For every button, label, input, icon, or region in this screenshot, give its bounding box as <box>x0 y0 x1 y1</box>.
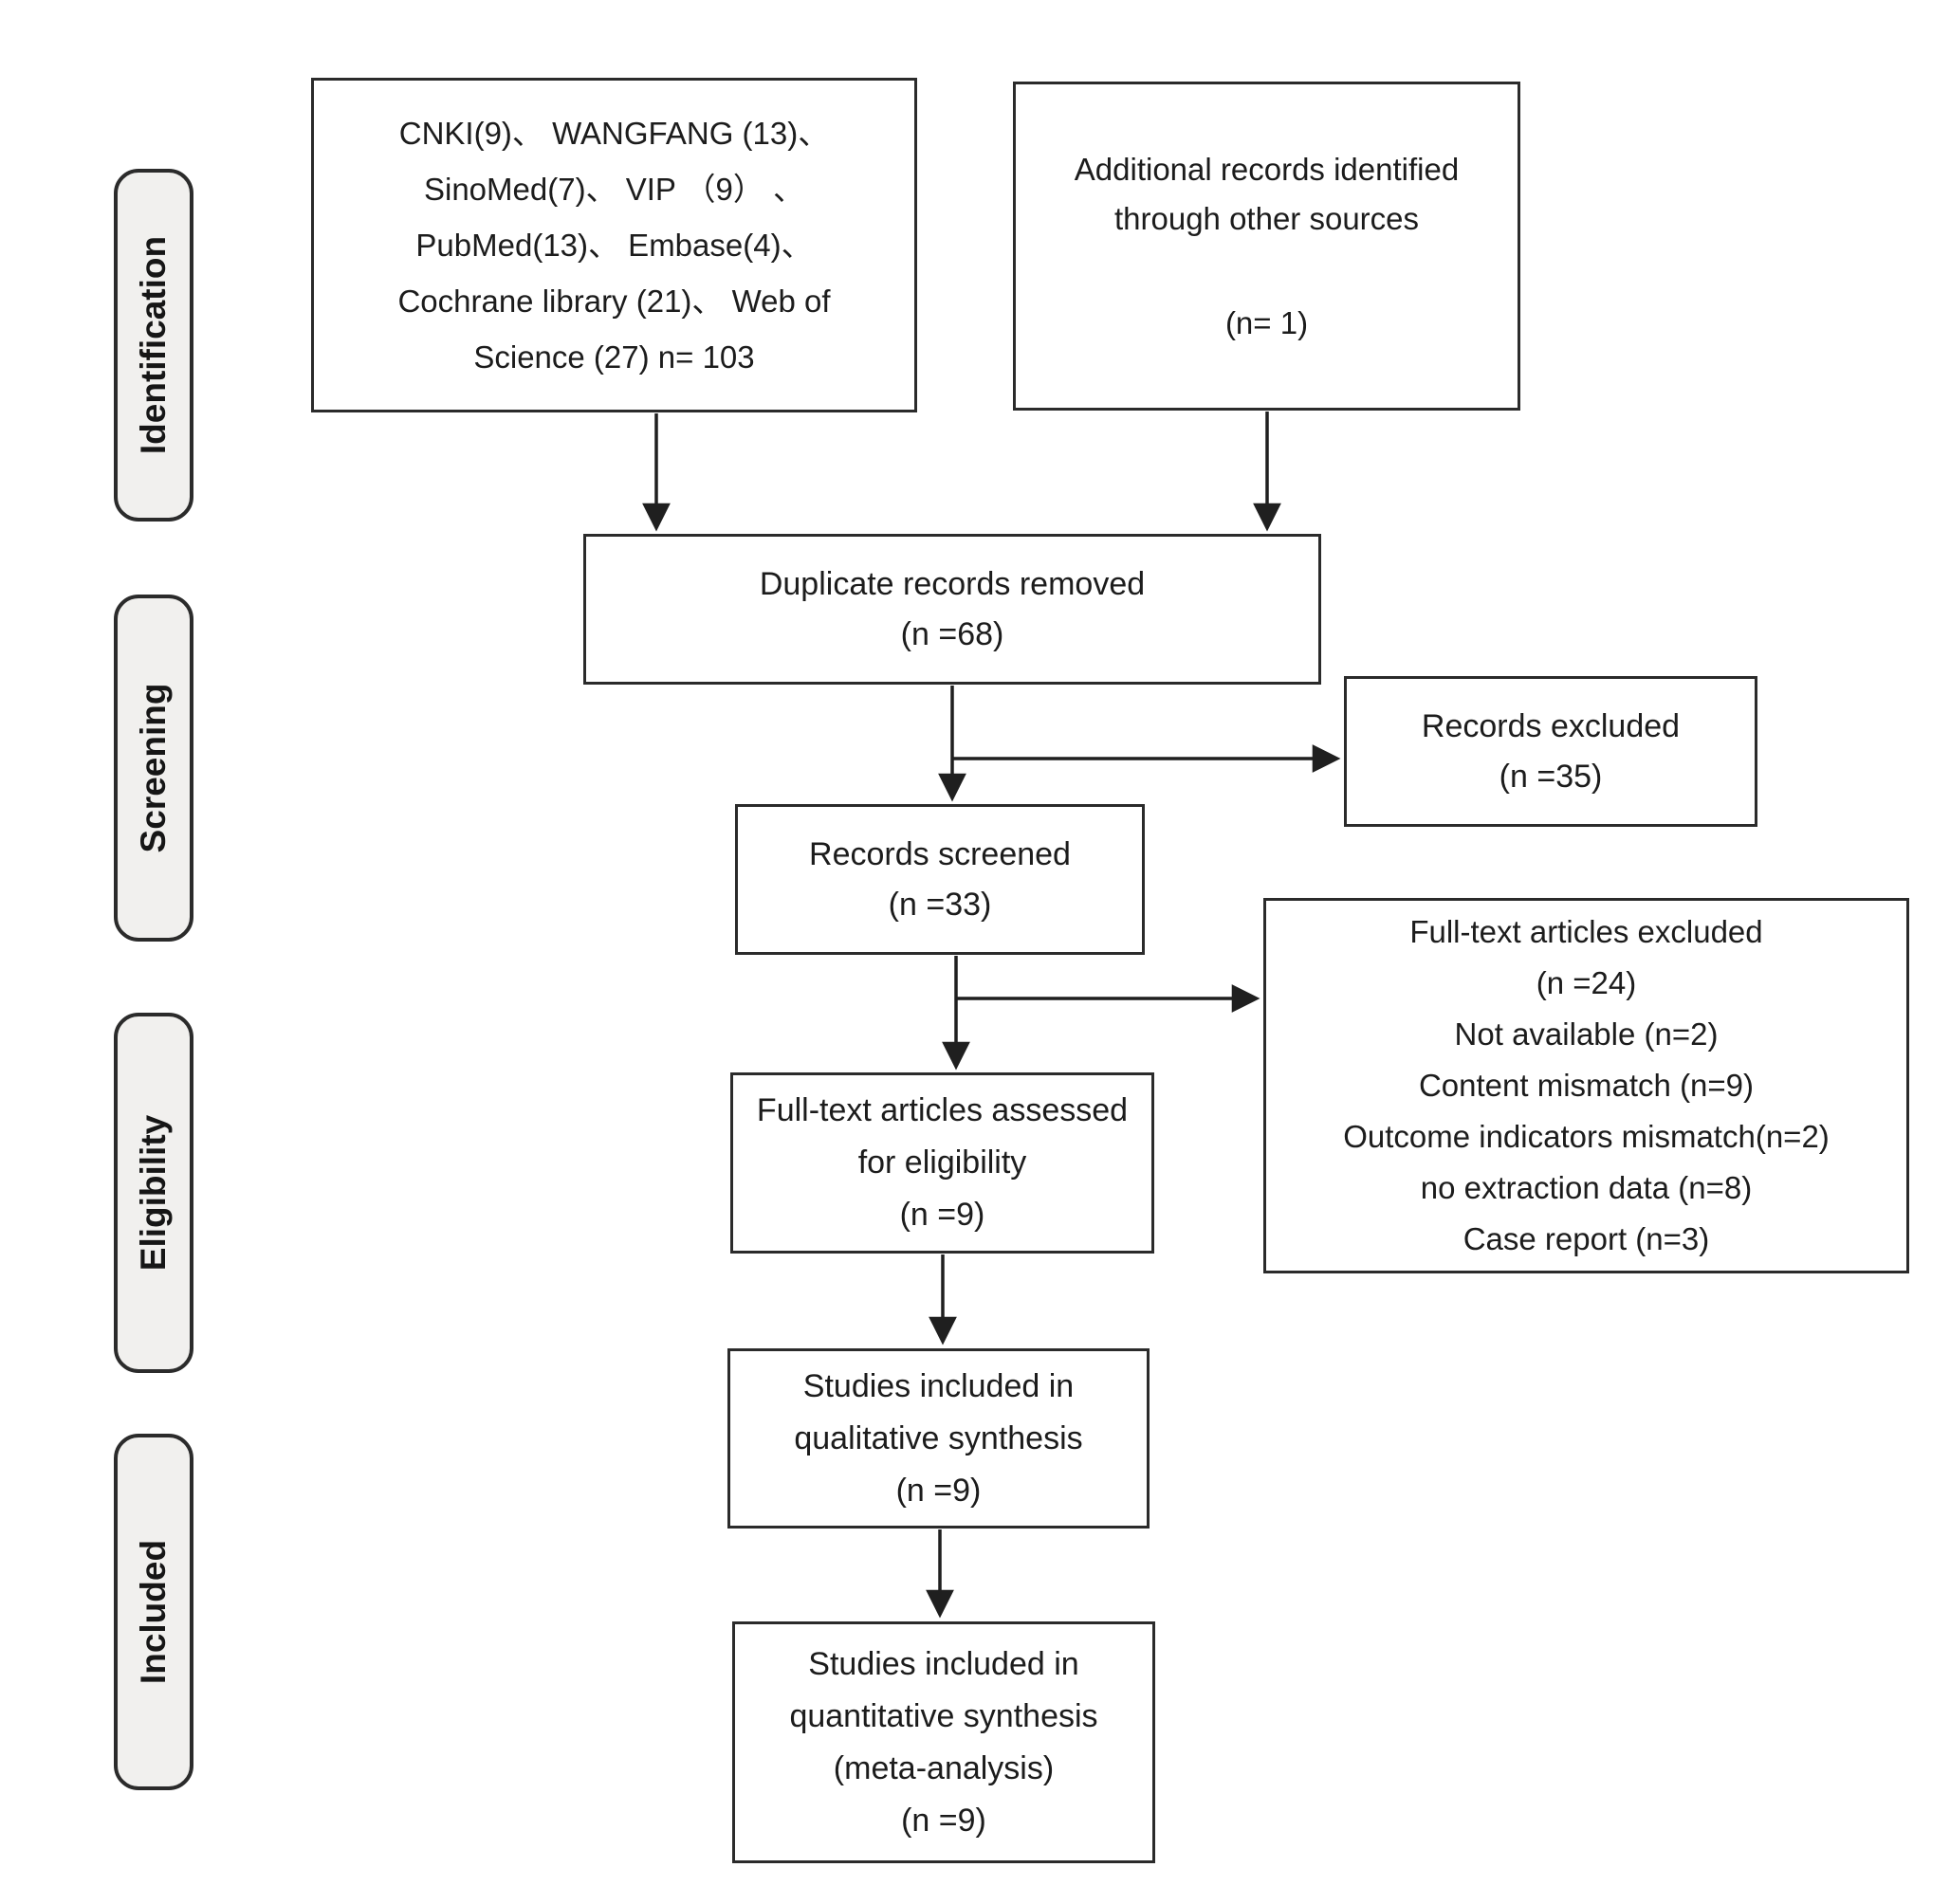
exclusion-reason: Case report (n=3) <box>1462 1221 1710 1256</box>
box-count-text: (n= 1) <box>1224 304 1309 340</box>
box-text-line: through other sources <box>1113 200 1420 236</box>
box-additional-records: Additional records identified through ot… <box>1013 82 1520 411</box>
stage-label-included: Included <box>114 1434 193 1790</box>
box-duplicates-removed: Duplicate records removed (n =68) <box>583 534 1321 685</box>
box-quantitative-synthesis: Studies included in quantitative synthes… <box>732 1621 1155 1863</box>
box-count-text: (n =33) <box>888 886 992 923</box>
box-count-text: (n =24) <box>1536 965 1637 1000</box>
box-text-line: PubMed(13)、 Embase(4)、 <box>415 228 813 263</box>
exclusion-reason: Not available (n=2) <box>1454 1016 1719 1052</box>
box-count-text: (n =35) <box>1499 758 1603 795</box>
stage-label-screening: Screening <box>114 595 193 942</box>
box-fulltext-articles-assessed: Full-text articles assessed for eligibil… <box>730 1072 1154 1254</box>
box-text-line: Science (27) n= 103 <box>473 339 755 375</box>
box-title: for eligibility <box>857 1144 1027 1181</box>
box-title: Records excluded <box>1421 707 1681 744</box>
exclusion-reason: no extraction data (n=8) <box>1420 1170 1753 1205</box>
stage-label-eligibility: Eligibility <box>114 1013 193 1373</box>
stage-label-identification: Identification <box>114 169 193 522</box>
stage-label-text: Screening <box>134 683 173 853</box>
box-count-text: (n =9) <box>899 1197 985 1233</box>
box-title: Full-text articles assessed <box>756 1092 1129 1128</box>
box-title: Full-text articles excluded <box>1409 914 1763 949</box>
box-fulltext-articles-excluded: Full-text articles excluded (n =24) Not … <box>1263 898 1909 1273</box>
box-records-excluded: Records excluded (n =35) <box>1344 676 1757 827</box>
box-count-text: (n =9) <box>901 1802 986 1839</box>
stage-label-text: Identification <box>134 235 173 455</box>
box-text-line: SinoMed(7)、 VIP （9） 、 <box>423 172 805 207</box>
box-title: Duplicate records removed <box>759 565 1146 602</box>
box-records-screened: Records screened (n =33) <box>735 804 1145 955</box>
box-text-line: Cochrane library (21)、 Web of <box>397 284 831 319</box>
exclusion-reason: Content mismatch (n=9) <box>1418 1068 1755 1103</box>
box-title: Records screened <box>809 835 1071 872</box>
box-title: (meta-analysis) <box>833 1749 1055 1786</box>
exclusion-reason: Outcome indicators mismatch(n=2) <box>1343 1119 1830 1154</box>
box-database-records-identified: CNKI(9)、 WANGFANG (13)、 SinoMed(7)、 VIP … <box>311 78 917 412</box>
stage-label-text: Eligibility <box>134 1114 173 1272</box>
stage-label-text: Included <box>134 1539 173 1685</box>
box-title: Studies included in <box>802 1367 1075 1404</box>
box-text-line: CNKI(9)、 WANGFANG (13)、 <box>398 116 830 151</box>
box-text-line: Additional records identified <box>1074 151 1460 187</box>
box-count-text: (n =9) <box>895 1472 982 1509</box>
box-title: quantitative synthesis <box>789 1697 1098 1734</box>
box-qualitative-synthesis: Studies included in qualitative synthesi… <box>727 1348 1150 1529</box>
box-title: Studies included in <box>808 1645 1079 1682</box>
box-title: qualitative synthesis <box>794 1419 1083 1456</box>
box-count-text: (n =68) <box>900 615 1004 652</box>
